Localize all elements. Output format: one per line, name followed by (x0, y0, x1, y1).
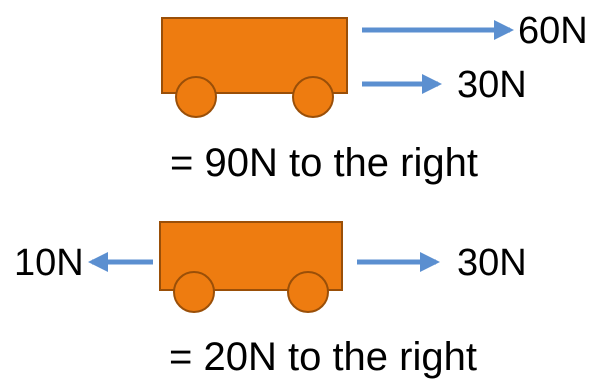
force-label-60n: 60N (518, 10, 588, 52)
cart-2-wheel-right (287, 271, 329, 313)
result-label-1: = 90N to the right (170, 141, 478, 185)
force-label-30n-top: 30N (457, 64, 527, 106)
force-label-10n: 10N (14, 242, 84, 284)
result-label-2: = 20N to the right (169, 335, 477, 379)
force-label-30n-bottom: 30N (457, 242, 527, 284)
cart-1-wheel-right (292, 76, 334, 118)
cart-1 (161, 17, 348, 118)
cart-2-wheel-left (173, 271, 215, 313)
cart-2 (159, 221, 343, 313)
cart-1-wheel-left (175, 76, 217, 118)
